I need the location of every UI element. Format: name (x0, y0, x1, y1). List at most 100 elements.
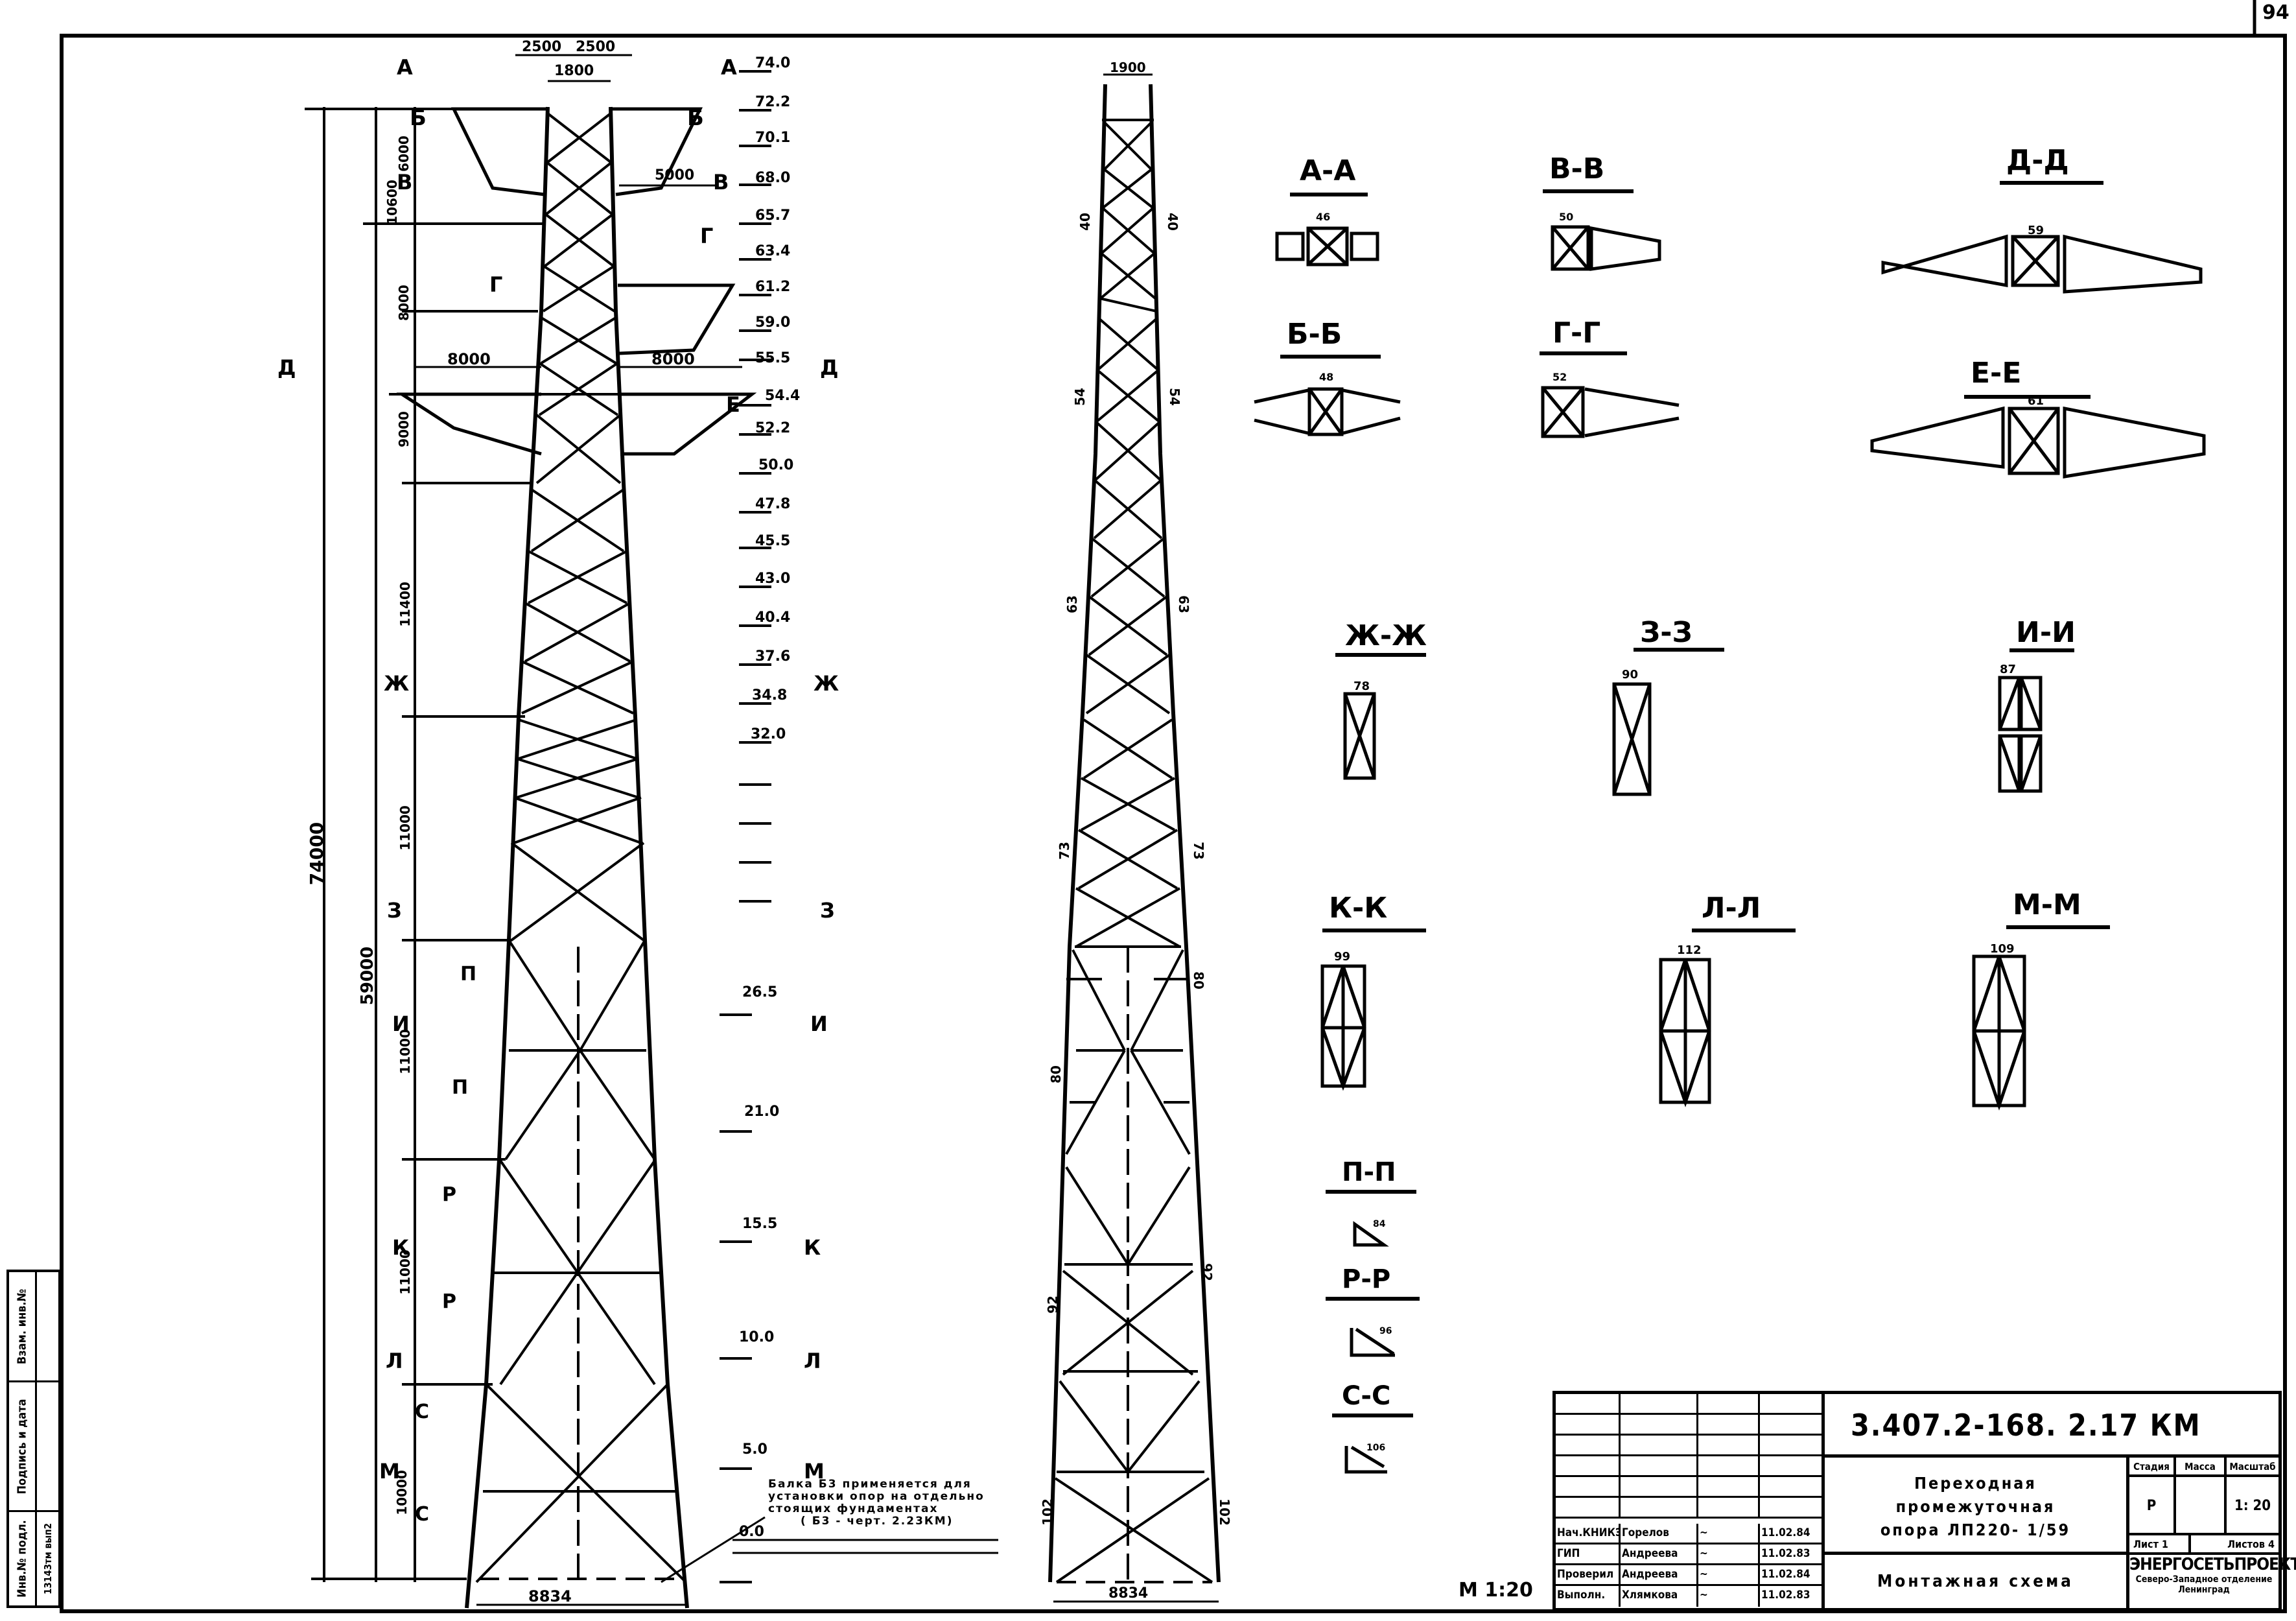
cut-mark-b-left: Б (410, 105, 427, 131)
cut-mark-zh-right: Ж (814, 671, 839, 696)
rr-member-96: 96 (1379, 1326, 1392, 1336)
elev-65-7: 65.7 (755, 207, 791, 224)
section-title-l-l: Л-Л (1702, 892, 1761, 925)
beam-note: Балка Б3 применяется для установки опор … (768, 1478, 1002, 1528)
signature-row: Нач.КНИКЭС Горелов ~ 11.02.84 (1556, 1524, 1822, 1544)
gg-member-52: 52 (1552, 371, 1567, 383)
side-leg-63-left: 63 (1064, 595, 1080, 613)
aa-member-46: 46 (1316, 211, 1331, 223)
cut-mark-g-right: Г (700, 224, 714, 248)
cut-mark-r-lower: Р (442, 1290, 456, 1313)
elev-63-4: 63.4 (755, 243, 791, 259)
dim-crossarm-left: 8000 (447, 350, 491, 368)
cut-mark-m-left: М (379, 1459, 400, 1484)
sig-signature: ~ (1698, 1565, 1760, 1584)
stage-value: Р (2129, 1477, 2176, 1535)
section-title-p-p: П-П (1342, 1157, 1396, 1187)
mm-member-109: 109 (1990, 942, 2015, 956)
side-leg-102-right: 102 (1216, 1498, 1232, 1526)
vv-member-50: 50 (1559, 211, 1574, 223)
section-title-z-z: З-З (1640, 616, 1693, 649)
elev-40-4: 40.4 (755, 609, 791, 626)
note-line-4: ( Б3 - черт. 2.23КМ) (801, 1515, 954, 1528)
org-city: Ленинград (2178, 1585, 2230, 1595)
dim-total-height: 74000 (306, 822, 328, 886)
scale-label: Масштаб (2227, 1458, 2278, 1477)
product-name: Переходная промежуточная опора ЛП220- 1/… (1825, 1458, 2129, 1555)
elev-70-1: 70.1 (755, 130, 791, 146)
zhzh-member-78: 78 (1353, 680, 1370, 693)
ll-member-112: 112 (1677, 943, 1702, 957)
cut-mark-v-right: В (713, 170, 729, 195)
elev-26-5: 26.5 (742, 984, 778, 1000)
cut-mark-p-upper: П (460, 963, 477, 986)
cut-mark-i-left: И (392, 1012, 410, 1036)
sheet-number: 94 (2262, 1, 2290, 24)
side-leg-40-right: 40 (1164, 213, 1180, 231)
side-leg-54-right: 54 (1166, 388, 1182, 406)
sig-signature: ~ (1698, 1586, 1760, 1607)
cut-mark-a-right: А (721, 55, 737, 80)
section-title-i-i: И-И (2016, 616, 2076, 649)
section-diagrams (1254, 181, 2206, 1474)
dim-2500-right: 2500 (576, 39, 616, 55)
side-leg-73-left: 73 (1056, 842, 1072, 860)
organization: ЭНЕРГОСЕТЬПРОЕКТ Северо-Западное отделен… (2129, 1555, 2296, 1608)
elev-0-0: 0.0 (739, 1524, 764, 1540)
stamp-inv-original: Инв.№ подл. (15, 1520, 29, 1598)
elev-10-0: 10.0 (739, 1329, 775, 1345)
cut-mark-l-right: Л (804, 1349, 821, 1373)
elev-34-8: 34.8 (752, 687, 788, 704)
elev-72-2: 72.2 (755, 94, 791, 110)
dim-arm-5000: 5000 (655, 167, 695, 183)
sig-role: Нач.КНИКЭС (1556, 1524, 1621, 1543)
cut-mark-z-left: З (387, 898, 402, 923)
cut-mark-p-lower: П (452, 1076, 469, 1099)
dim-sec-6: 11000 (397, 805, 413, 851)
cut-mark-a-left: А (397, 55, 413, 80)
section-title-a-a: А-А (1300, 154, 1356, 187)
dim-sec-5: 11400 (397, 582, 413, 627)
elev-50-0: 50.0 (758, 457, 794, 473)
org-name: ЭНЕРГОСЕТЬПРОЕКТ (2129, 1555, 2296, 1574)
elev-15-5: 15.5 (742, 1216, 778, 1232)
scale-value: 1: 20 (2227, 1477, 2278, 1535)
sheet-label: Лист 1 (2129, 1535, 2191, 1555)
product-name-line-3: опора ЛП220- 1/59 (1880, 1520, 2071, 1539)
cut-mark-s-upper: С (415, 1401, 430, 1423)
side-leg-54-left: 54 (1072, 388, 1088, 406)
cut-mark-s-lower: С (415, 1503, 430, 1526)
sig-date: 11.02.84 (1761, 1568, 1810, 1581)
elev-59-0: 59.0 (755, 314, 791, 331)
stamp-inv-value: 13143тм вып2 (42, 1523, 54, 1594)
cut-mark-i-right: И (810, 1012, 828, 1036)
sig-name: Андреева (1621, 1565, 1698, 1584)
cut-mark-k-right: К (804, 1235, 821, 1260)
section-title-s-s: С-С (1342, 1381, 1391, 1411)
elev-74-0: 74.0 (755, 55, 791, 71)
side-stamp: Взам. инв.№ Подпись и дата Инв.№ подл. 1… (6, 1270, 61, 1608)
section-title-k-k: К-К (1329, 892, 1388, 925)
signature-row: ГИП Андреева ~ 11.02.83 (1556, 1544, 1822, 1565)
cut-mark-v-left: В (397, 170, 413, 195)
side-base-width: 8834 (1108, 1585, 1149, 1602)
cut-mark-l-left: Л (386, 1349, 403, 1373)
cut-mark-d-right: Д (820, 355, 839, 380)
section-title-e-e: Е-Е (1971, 357, 2022, 390)
stamp-replaces-inv: Взам. инв.№ (15, 1288, 29, 1364)
section-title-g-g: Г-Г (1552, 316, 1601, 349)
note-line-1: Балка Б3 применяется для (768, 1478, 972, 1491)
signature-row: Выполн. Хлямкова ~ 11.02.83 (1556, 1586, 1822, 1607)
mass-value (2176, 1477, 2227, 1535)
dim-59000: 59000 (358, 946, 378, 1006)
elev-21-0: 21.0 (744, 1104, 780, 1120)
dim-sec-4: 9000 (395, 411, 412, 447)
scale-note: М 1:20 (1458, 1579, 1533, 1602)
pp-member-84: 84 (1373, 1219, 1386, 1229)
sheet-title: Монтажная схема (1825, 1555, 2129, 1608)
side-leg-92-right: 92 (1199, 1263, 1215, 1281)
sheets-count-label: Листов 4 (2191, 1535, 2278, 1555)
section-title-zh-zh: Ж-Ж (1345, 619, 1427, 652)
section-title-v-v: В-В (1549, 152, 1605, 185)
